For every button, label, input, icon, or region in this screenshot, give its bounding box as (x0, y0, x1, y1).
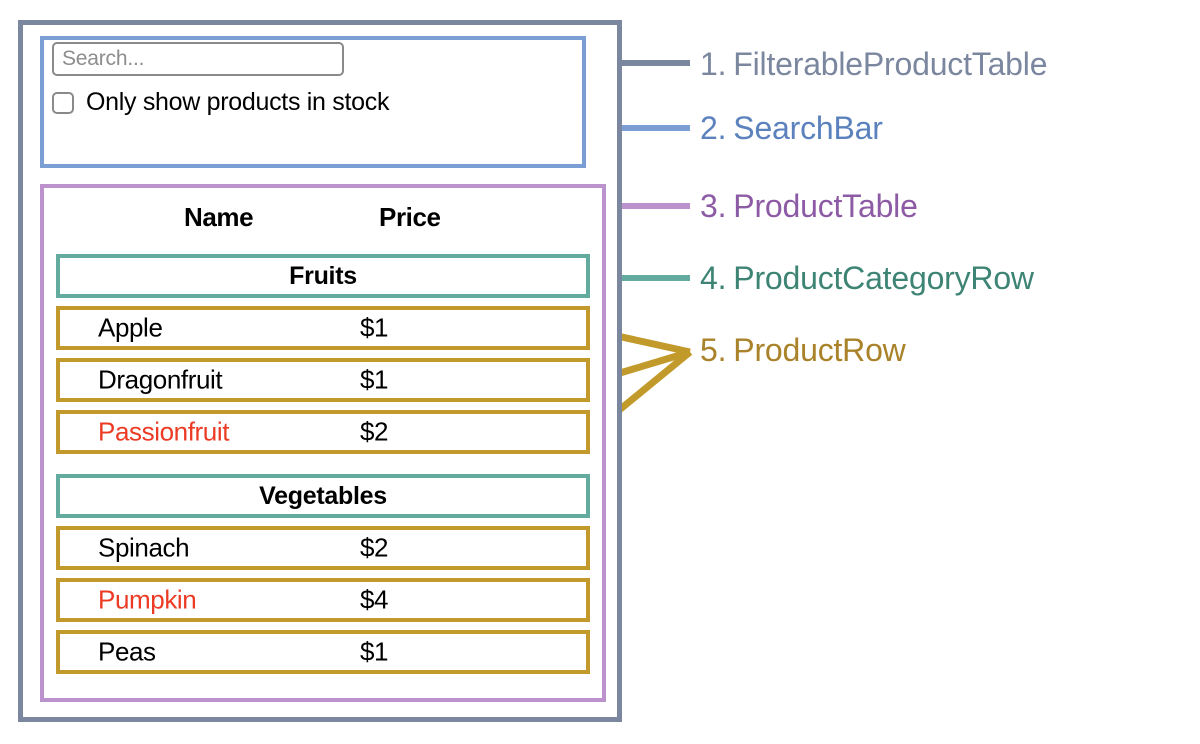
product-price: $1 (360, 312, 389, 343)
column-header-name: Name (184, 202, 254, 232)
product-row[interactable]: Pumpkin $4 (56, 578, 590, 622)
product-name: Dragonfruit (98, 364, 223, 395)
product-price: $1 (360, 364, 389, 395)
product-table-header: Name Price (56, 198, 590, 244)
in-stock-checkbox-label: Only show products in stock (86, 88, 390, 116)
in-stock-filter[interactable]: Only show products in stock (52, 88, 389, 117)
product-row[interactable]: Spinach $2 (56, 526, 590, 570)
legend-number: 4. (700, 260, 727, 296)
legend-item-product-category-row: 4.ProductCategoryRow (700, 262, 1034, 294)
legend-item-filterable-product-table: 1.FilterableProductTable (700, 48, 1047, 80)
legend-text: ProductRow (733, 332, 906, 368)
product-price: $2 (360, 532, 389, 563)
legend-number: 5. (700, 332, 727, 368)
legend-text: FilterableProductTable (733, 46, 1048, 82)
product-price: $2 (360, 416, 389, 447)
legend-item-product-row: 5.ProductRow (700, 334, 906, 366)
legend-text: ProductCategoryRow (733, 260, 1034, 296)
legend-text: SearchBar (733, 110, 883, 146)
product-name: Peas (98, 636, 156, 667)
search-input[interactable]: Search... (52, 42, 344, 76)
product-price: $4 (360, 584, 389, 615)
product-category-row: Fruits (56, 254, 590, 298)
product-row[interactable]: Passionfruit $2 (56, 410, 590, 454)
legend-number: 1. (700, 46, 727, 82)
product-category-label: Vegetables (259, 481, 387, 510)
product-price: $1 (360, 636, 389, 667)
product-name: Spinach (98, 532, 190, 563)
product-row[interactable]: Dragonfruit $1 (56, 358, 590, 402)
column-header-price: Price (379, 202, 441, 232)
product-name: Passionfruit (98, 416, 230, 447)
search-input-placeholder: Search... (62, 47, 145, 70)
legend-item-search-bar: 2.SearchBar (700, 112, 883, 144)
product-name: Apple (98, 312, 163, 343)
product-row[interactable]: Peas $1 (56, 630, 590, 674)
legend-number: 3. (700, 188, 727, 224)
product-category-row: Vegetables (56, 474, 590, 518)
legend-text: ProductTable (733, 188, 918, 224)
legend-item-product-table: 3.ProductTable (700, 190, 918, 222)
product-name: Pumpkin (98, 584, 197, 615)
product-category-label: Fruits (289, 261, 357, 290)
product-row[interactable]: Apple $1 (56, 306, 590, 350)
legend-number: 2. (700, 110, 727, 146)
in-stock-checkbox[interactable] (52, 91, 74, 114)
